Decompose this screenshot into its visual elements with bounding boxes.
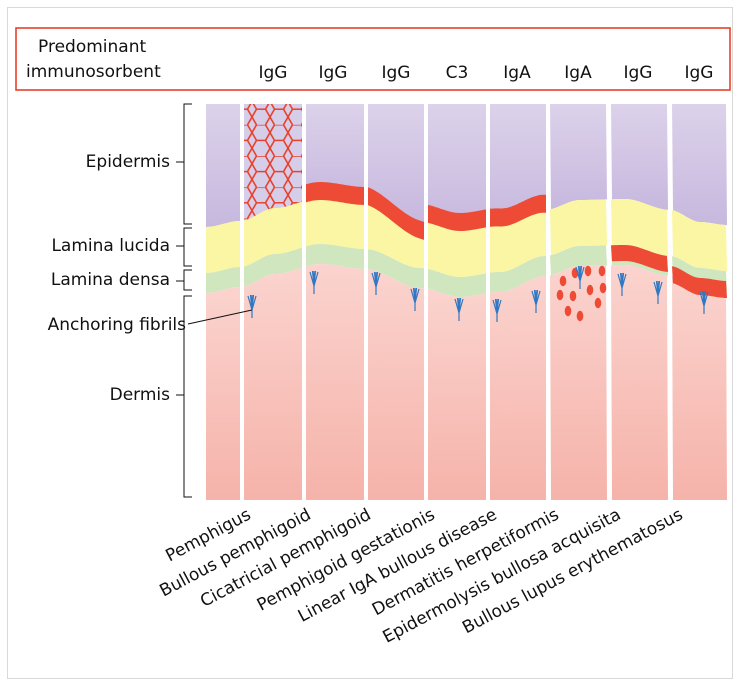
label-epidermis: Epidermis bbox=[86, 152, 170, 172]
lamina-lucida-band bbox=[550, 199, 607, 256]
lamina-lucida-band bbox=[428, 222, 486, 277]
lamina-lucida-band bbox=[206, 221, 240, 273]
header-title-line2: immunosorbent bbox=[26, 62, 161, 82]
immunoreactant-label: IgA bbox=[503, 63, 531, 83]
immunoreactant-label: C3 bbox=[446, 63, 469, 83]
label-lamina-densa: Lamina densa bbox=[51, 270, 170, 290]
label-lamina-lucida: Lamina lucida bbox=[51, 236, 170, 256]
column-4 bbox=[428, 104, 486, 500]
dh-granular-deposit bbox=[559, 275, 567, 287]
anchoring-fibril-icon bbox=[309, 270, 319, 294]
column-2 bbox=[306, 104, 364, 500]
anchoring-fibrils-leader bbox=[187, 309, 253, 325]
dh-granular-deposit bbox=[598, 265, 606, 277]
layer-bracket bbox=[176, 295, 192, 498]
dermis-band bbox=[672, 276, 727, 500]
lamina-densa-band bbox=[490, 256, 546, 293]
dermis-band bbox=[368, 269, 424, 500]
dh-granular-deposit bbox=[556, 289, 564, 301]
layer-brackets bbox=[176, 103, 192, 498]
anchoring-fibril-icon bbox=[531, 289, 541, 313]
immunoreactant-label: IgG bbox=[624, 63, 653, 83]
dermis-band bbox=[428, 288, 486, 500]
anchoring-fibril-icon bbox=[454, 297, 464, 321]
anchoring-fibril-icon bbox=[653, 280, 663, 304]
lamina-densa-band bbox=[244, 247, 302, 287]
header-title-line1: Predominant bbox=[38, 37, 146, 57]
linear-iga-deposit bbox=[490, 194, 546, 227]
immunoreactant-label: IgA bbox=[564, 63, 592, 83]
anchoring-fibril-icon bbox=[575, 265, 585, 289]
bullous-lupus-deposit bbox=[672, 266, 727, 298]
bullous-pemphigoid-deposit bbox=[306, 182, 364, 205]
lamina-lucida-band bbox=[306, 198, 364, 249]
epidermis-band bbox=[611, 104, 668, 210]
column-7 bbox=[611, 104, 668, 500]
dh-granular-deposit bbox=[586, 284, 594, 296]
dh-granular-deposit bbox=[594, 297, 602, 309]
lamina-densa-band bbox=[550, 245, 607, 276]
dh-granular-deposit bbox=[564, 305, 572, 317]
column-6 bbox=[550, 104, 607, 500]
epidermis-band bbox=[306, 104, 364, 203]
anchoring-fibril-icon bbox=[410, 287, 420, 311]
lamina-densa-band bbox=[306, 244, 364, 269]
anchoring-fibril-icon bbox=[371, 271, 381, 295]
column-3 bbox=[368, 104, 424, 500]
lamina-lucida-band bbox=[368, 203, 424, 269]
pemphigus-intercellular-pattern bbox=[244, 104, 302, 221]
column-0 bbox=[206, 104, 240, 500]
lamina-densa-band bbox=[206, 267, 240, 293]
immunoreactant-label: IgG bbox=[685, 63, 714, 83]
pemphigoid-gestationis-deposit bbox=[428, 204, 486, 231]
epidermis-band bbox=[550, 104, 607, 210]
lamina-lucida-band bbox=[672, 210, 727, 271]
epidermis-band bbox=[428, 104, 486, 231]
dermis-band bbox=[244, 267, 302, 500]
anchoring-fibril-icon bbox=[617, 272, 627, 296]
dermis-band bbox=[550, 265, 607, 500]
epidermis-band bbox=[368, 104, 424, 223]
dh-granular-deposit bbox=[584, 265, 592, 277]
layer-bracket bbox=[176, 269, 192, 291]
anchoring-fibril-icon bbox=[699, 290, 709, 314]
cicatricial-pemphigoid-deposit bbox=[368, 187, 424, 240]
dh-granular-deposit bbox=[599, 282, 607, 294]
dh-granular-deposit bbox=[569, 290, 577, 302]
immunoreactant-label: IgG bbox=[382, 63, 411, 83]
lamina-densa-band bbox=[428, 268, 486, 297]
immunoreactant-row: IgG IgG IgG C3 IgA IgA IgG IgG bbox=[259, 63, 714, 83]
dermis-band bbox=[206, 287, 240, 500]
immunoreactant-label: IgG bbox=[259, 63, 288, 83]
outer-frame bbox=[7, 7, 733, 679]
label-dermis: Dermis bbox=[110, 385, 171, 405]
epidermis-band bbox=[490, 104, 546, 227]
column-8 bbox=[672, 104, 727, 500]
dermis-band bbox=[611, 265, 668, 500]
eba-deposit bbox=[611, 245, 668, 272]
columns bbox=[206, 104, 727, 500]
label-anchoring-fibrils: Anchoring fibrils bbox=[48, 315, 187, 335]
dermis-band bbox=[490, 276, 546, 500]
lamina-lucida-band bbox=[611, 199, 668, 256]
dermis-band bbox=[306, 264, 364, 500]
immunoreactant-label: IgG bbox=[319, 63, 348, 83]
lamina-densa-band bbox=[368, 249, 424, 289]
lamina-lucida-band bbox=[244, 201, 302, 267]
layer-bracket bbox=[176, 227, 192, 267]
epidermis-band bbox=[206, 104, 240, 227]
header-box bbox=[15, 27, 731, 91]
layer-bracket bbox=[176, 103, 192, 225]
dh-granular-deposit bbox=[576, 310, 584, 322]
anchoring-fibril-icon bbox=[492, 298, 502, 322]
epidermis-band bbox=[672, 104, 727, 225]
